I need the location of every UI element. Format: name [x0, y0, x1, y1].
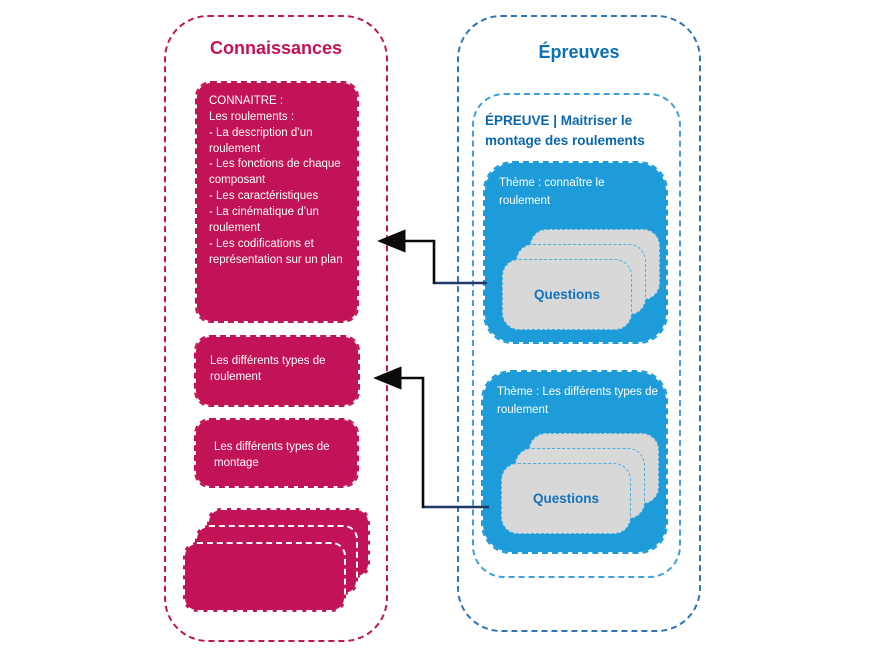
questions-card-front: Questions [501, 463, 631, 534]
knowledge-box-types-roulement: Les différents types de roulement [194, 335, 360, 407]
epreuves-title: Épreuves [538, 42, 620, 62]
stack-card-front [183, 542, 346, 612]
questions-card-front: Questions [502, 259, 632, 330]
theme-box-connaitre-title: Thème : connaître le roulement [499, 177, 605, 207]
connaissances-title: Connaissances [209, 38, 343, 58]
connaissances-panel: Connaissances CONNAITRE : Les roulements… [164, 15, 388, 642]
knowledge-box-types-montage: Les différents types de montage [194, 418, 359, 488]
questions-label: Questions [532, 491, 599, 506]
epreuve-heading: ÉPREUVE | Maitriser le montage des roule… [485, 113, 645, 148]
connector-arrow-1 [377, 229, 436, 284]
knowledge-box-main: CONNAITRE : Les roulements : - La descri… [195, 81, 359, 323]
epreuves-panel: Épreuves ÉPREUVE | Maitriser le montage … [457, 15, 701, 632]
epreuve-container: ÉPREUVE | Maitriser le montage des roule… [472, 93, 681, 578]
theme-box-types-roulement: Thème : Les différents types de roulemen… [481, 370, 668, 554]
questions-label: Questions [533, 287, 600, 302]
theme-box-connaitre: Thème : connaître le roulement Questions [483, 161, 668, 344]
theme-box-types-roulement-title: Thème : Les différents types de roulemen… [497, 386, 658, 416]
